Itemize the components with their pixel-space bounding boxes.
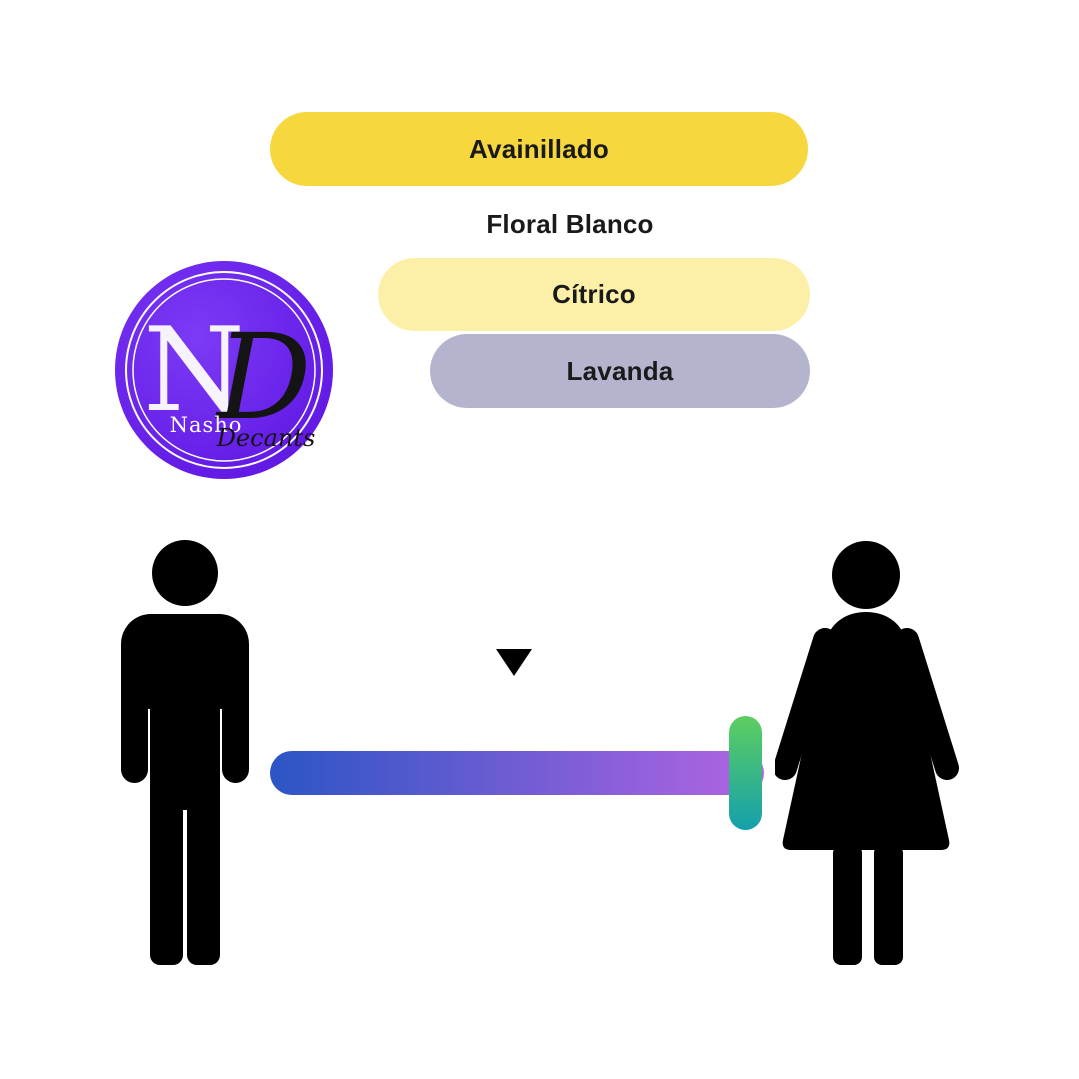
logo-monogram-d: D [215, 308, 312, 446]
logo-circle [115, 261, 333, 479]
gender-slider-handle[interactable] [729, 716, 762, 830]
note-label-floral-blanco: Floral Blanco [378, 200, 762, 248]
note-pill-citrico: Cítrico [378, 258, 810, 331]
note-label-avainillado: Avainillado [469, 133, 609, 164]
note-pill-avainillado: Avainillado [270, 112, 808, 186]
female-figure-icon [775, 541, 959, 965]
logo-ring-inner [132, 278, 316, 462]
logo-brand-nasho: Nasho [170, 413, 243, 437]
note-label: Floral Blanco [486, 208, 654, 239]
logo-ring-outer [125, 271, 323, 469]
gender-slider-track [270, 751, 764, 795]
note-pill-lavanda: Lavanda [430, 334, 810, 408]
logo-monogram-n: N [143, 303, 245, 438]
note-label-citrico: Cítrico [552, 279, 636, 309]
down-triangle-icon [496, 649, 532, 676]
male-figure-icon [121, 540, 249, 965]
brand-logo: N D Nasho Decants [115, 261, 333, 479]
note-label-lavanda: Lavanda [566, 355, 674, 386]
logo-brand-decants: Decants [216, 424, 316, 452]
